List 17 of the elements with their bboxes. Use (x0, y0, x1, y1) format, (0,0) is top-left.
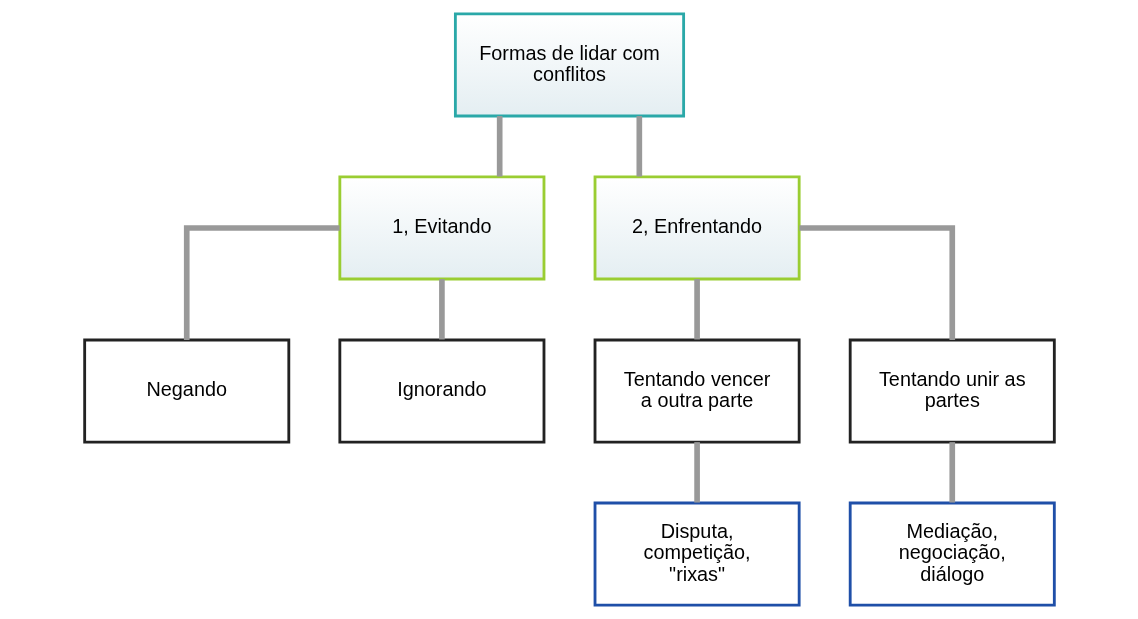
node-box: Formas de lidar com conflitos (453, 12, 685, 118)
node-box: Tentando vencer a outra parte (593, 338, 801, 444)
connector (693, 442, 700, 503)
node-box: Tentando unir as partes (848, 338, 1056, 444)
node-box: Mediação, negociação, diálogo (848, 501, 1056, 607)
connector (693, 279, 700, 340)
node-box: Ignorando (337, 338, 545, 444)
node-box: Negando (82, 338, 290, 444)
node-box: Disputa, competição, "rixas" (593, 501, 801, 607)
connector (948, 442, 955, 503)
node-box: 2, Enfrentando (593, 175, 801, 281)
connector (636, 116, 642, 177)
connector (496, 116, 502, 177)
connector (183, 225, 340, 340)
connector (798, 225, 955, 340)
connector (438, 279, 445, 340)
node-box: 1, Evitando (337, 175, 545, 281)
